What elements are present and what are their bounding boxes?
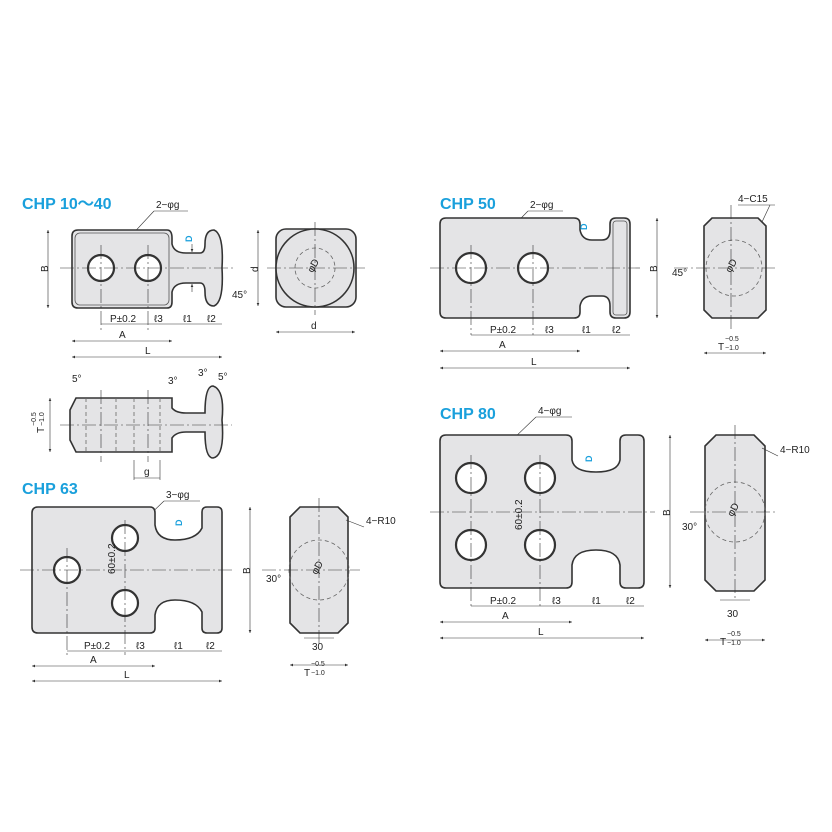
B-label: B xyxy=(242,567,253,574)
holes-label: 2−φg xyxy=(156,200,179,211)
angle-5b-label: 5° xyxy=(218,372,228,383)
d-width-label: d xyxy=(311,321,317,332)
chp50-title: CHP 50 xyxy=(440,196,496,213)
angle-30-label: 30° xyxy=(682,522,697,533)
P-label: P±0.2 xyxy=(490,596,516,607)
chp10-40-side-view: 5° 3° 3° 5° T −0.5 −1.0 g xyxy=(31,368,232,480)
P-label: P±0.2 xyxy=(84,641,110,652)
chp50-drawing: CHP 50 2−φg D B P±0.2 ℓ3 ℓ1 ℓ2 A L φD 4−… xyxy=(430,194,775,370)
pitch-60-label: 60±0.2 xyxy=(514,499,525,530)
D-label: D xyxy=(184,235,194,242)
T-tol-upper: −0.5 xyxy=(727,631,741,638)
B-label: B xyxy=(649,265,660,272)
chp80-title: CHP 80 xyxy=(440,406,496,423)
holes-label: 4−φg xyxy=(538,406,561,417)
T-label: T xyxy=(36,427,47,433)
chp10-40-title: CHP 10～40 xyxy=(22,196,112,213)
chp10-40-end-view: φD d xyxy=(267,222,365,334)
L-label: L xyxy=(538,627,544,638)
T-label: T xyxy=(304,668,310,679)
l2-label: ℓ2 xyxy=(626,596,635,607)
T-label: T xyxy=(720,637,726,648)
chp50-end-view: φD 4−C15 45° T −0.5 −1.0 xyxy=(672,194,775,355)
L-label: L xyxy=(124,670,130,681)
D-label: D xyxy=(584,455,594,462)
chp80-top-view xyxy=(439,434,645,589)
chp80-drawing: CHP 80 4−φg D 60±0.2 B P±0.2 ℓ3 ℓ1 ℓ2 A … xyxy=(430,406,810,648)
chp80-end-view: φD 4−R10 30° 30 T −0.5 −1.0 xyxy=(682,425,810,648)
angle-5-label: 5° xyxy=(72,374,82,385)
L-label: L xyxy=(145,346,151,357)
l2-label: ℓ2 xyxy=(207,314,216,325)
chamfer-label: 4−C15 xyxy=(738,194,768,205)
l1-label: ℓ1 xyxy=(183,314,192,325)
D-label: D xyxy=(579,223,589,230)
l2-label: ℓ2 xyxy=(612,325,621,336)
B-label: B xyxy=(662,509,673,516)
T-tol-lower: −1.0 xyxy=(727,640,741,647)
g-label: g xyxy=(144,467,150,478)
P-label: P±0.2 xyxy=(110,314,136,325)
holes-label: 3−φg xyxy=(166,490,189,501)
L-label: L xyxy=(531,357,537,368)
T-tol-lower: −1.0 xyxy=(725,345,739,352)
T-tol-lower: −1.0 xyxy=(39,412,46,426)
T-tol-upper: −0.5 xyxy=(725,336,739,343)
D-label: D xyxy=(174,519,184,526)
width-30-label: 30 xyxy=(727,609,739,620)
l1-label: ℓ1 xyxy=(174,641,183,652)
T-tol-upper: −0.5 xyxy=(311,661,325,668)
holes-label: 2−φg xyxy=(530,200,553,211)
angle-45-label: 45° xyxy=(672,268,687,279)
B-label: B xyxy=(40,265,51,272)
pitch-60-label: 60±0.2 xyxy=(107,543,118,574)
l3-label: ℓ3 xyxy=(545,325,554,336)
chp63-title: CHP 63 xyxy=(22,481,78,498)
P-label: P±0.2 xyxy=(490,325,516,336)
l1-label: ℓ1 xyxy=(582,325,591,336)
T-label: T xyxy=(718,342,724,353)
angle-45-label: 45° xyxy=(232,290,247,301)
T-tol-upper: −0.5 xyxy=(31,412,38,426)
A-label: A xyxy=(502,611,509,622)
chp10-40-drawing: CHP 10～40 2−φg D B d 45° P±0.2 ℓ3 ℓ1 ℓ2 … xyxy=(22,196,365,480)
radius-label: 4−R10 xyxy=(366,516,396,527)
width-30-label: 30 xyxy=(312,642,324,653)
l3-label: ℓ3 xyxy=(154,314,163,325)
l3-label: ℓ3 xyxy=(136,641,145,652)
angle-30-label: 30° xyxy=(266,574,281,585)
l1-label: ℓ1 xyxy=(592,596,601,607)
l3-label: ℓ3 xyxy=(552,596,561,607)
angle-3b-label: 3° xyxy=(198,368,208,379)
A-label: A xyxy=(499,340,506,351)
l2-label: ℓ2 xyxy=(206,641,215,652)
angle-3-label: 3° xyxy=(168,376,178,387)
T-tol-lower: −1.0 xyxy=(311,670,325,677)
radius-label: 4−R10 xyxy=(780,445,810,456)
chp63-drawing: CHP 63 3−φg D 60±0.2 B P±0.2 ℓ3 ℓ1 ℓ2 A … xyxy=(20,481,396,683)
A-label: A xyxy=(119,330,126,341)
chp63-end-view: φD 4−R10 30° 30 T −0.5 −1.0 xyxy=(262,498,396,679)
A-label: A xyxy=(90,655,97,666)
d-label: d xyxy=(250,266,261,272)
